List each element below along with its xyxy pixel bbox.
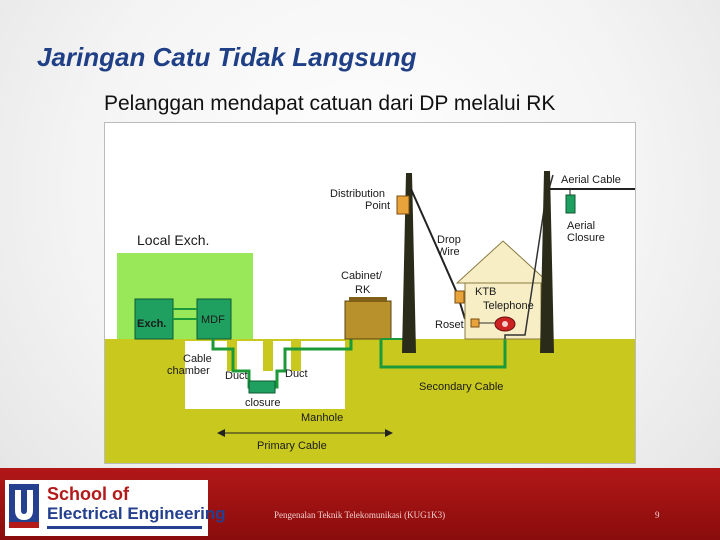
slide-title: Jaringan Catu Tidak Langsung bbox=[37, 42, 417, 72]
roset-box bbox=[470, 318, 480, 328]
mdf-box bbox=[196, 298, 232, 340]
aerial-closure-box bbox=[565, 194, 576, 214]
cabinet-label-2: RK bbox=[355, 284, 371, 296]
closure-label: closure bbox=[245, 397, 280, 409]
duct-right-label: Duct bbox=[285, 368, 308, 380]
school-name-line1: School of bbox=[47, 484, 129, 504]
aerial-closure-label-2: Closure bbox=[567, 232, 605, 244]
school-name-line2: Electrical Engineering bbox=[47, 504, 226, 523]
cable-chamber-label-1: Cable bbox=[183, 353, 212, 365]
ktb-box bbox=[454, 290, 465, 304]
telephone-label: Telephone bbox=[483, 300, 534, 312]
house-roof bbox=[455, 240, 551, 284]
distribution-point-label-2: Point bbox=[365, 200, 390, 212]
page-number: 9 bbox=[655, 510, 660, 520]
logo-divider bbox=[47, 526, 202, 529]
mdf-label: MDF bbox=[201, 314, 225, 326]
roset-label: Roset bbox=[435, 319, 464, 331]
cable-joint-closure bbox=[248, 380, 276, 394]
slide-subtitle: Pelanggan mendapat catuan dari DP melalu… bbox=[104, 92, 556, 115]
ktb-label: KTB bbox=[475, 286, 496, 298]
distribution-point-label-1: Distribution bbox=[330, 188, 385, 200]
primary-cable-arrowhead-right bbox=[385, 429, 393, 437]
drop-wire-label-1: Drop bbox=[437, 234, 461, 246]
cabinet-top bbox=[349, 297, 387, 302]
secondary-cable-line bbox=[379, 339, 507, 369]
telephone-dial-icon bbox=[502, 321, 508, 327]
primary-cable-arrowhead-left bbox=[217, 429, 225, 437]
chamber-pillar-mid bbox=[263, 341, 273, 371]
network-diagram-svg: Local Exch. Exch. MDF Cabinet/ RK Distri… bbox=[105, 171, 635, 463]
distribution-point-box bbox=[396, 195, 410, 215]
aerial-pole bbox=[540, 171, 554, 353]
exch-label: Exch. bbox=[137, 318, 166, 330]
aerial-closure-label-1: Aerial bbox=[567, 220, 595, 232]
cable-chamber-label-2: chamber bbox=[167, 365, 210, 377]
cabinet-rk bbox=[344, 300, 392, 340]
network-diagram: Local Exch. Exch. MDF Cabinet/ RK Distri… bbox=[104, 122, 636, 464]
secondary-cable-label: Secondary Cable bbox=[419, 381, 503, 393]
school-logo: School of Electrical Engineering bbox=[5, 480, 226, 536]
exch-box bbox=[134, 298, 174, 340]
aerial-cable-label: Aerial Cable bbox=[561, 174, 621, 186]
primary-cable-label: Primary Cable bbox=[257, 440, 327, 452]
manhole-label: Manhole bbox=[301, 412, 343, 424]
local-exch-label: Local Exch. bbox=[137, 232, 209, 248]
drop-wire-label-2: Wire bbox=[437, 246, 460, 258]
distribution-pole bbox=[402, 173, 416, 353]
course-name: Pengenalan Teknik Telekomunikasi (KUG1K3… bbox=[274, 510, 446, 520]
duct-left-label: Duct bbox=[225, 370, 248, 382]
school-shield-icon bbox=[9, 484, 39, 528]
drop-wire-line bbox=[410, 188, 466, 320]
chamber-pillar-right bbox=[291, 341, 301, 371]
cabinet-label-1: Cabinet/ bbox=[341, 270, 383, 282]
